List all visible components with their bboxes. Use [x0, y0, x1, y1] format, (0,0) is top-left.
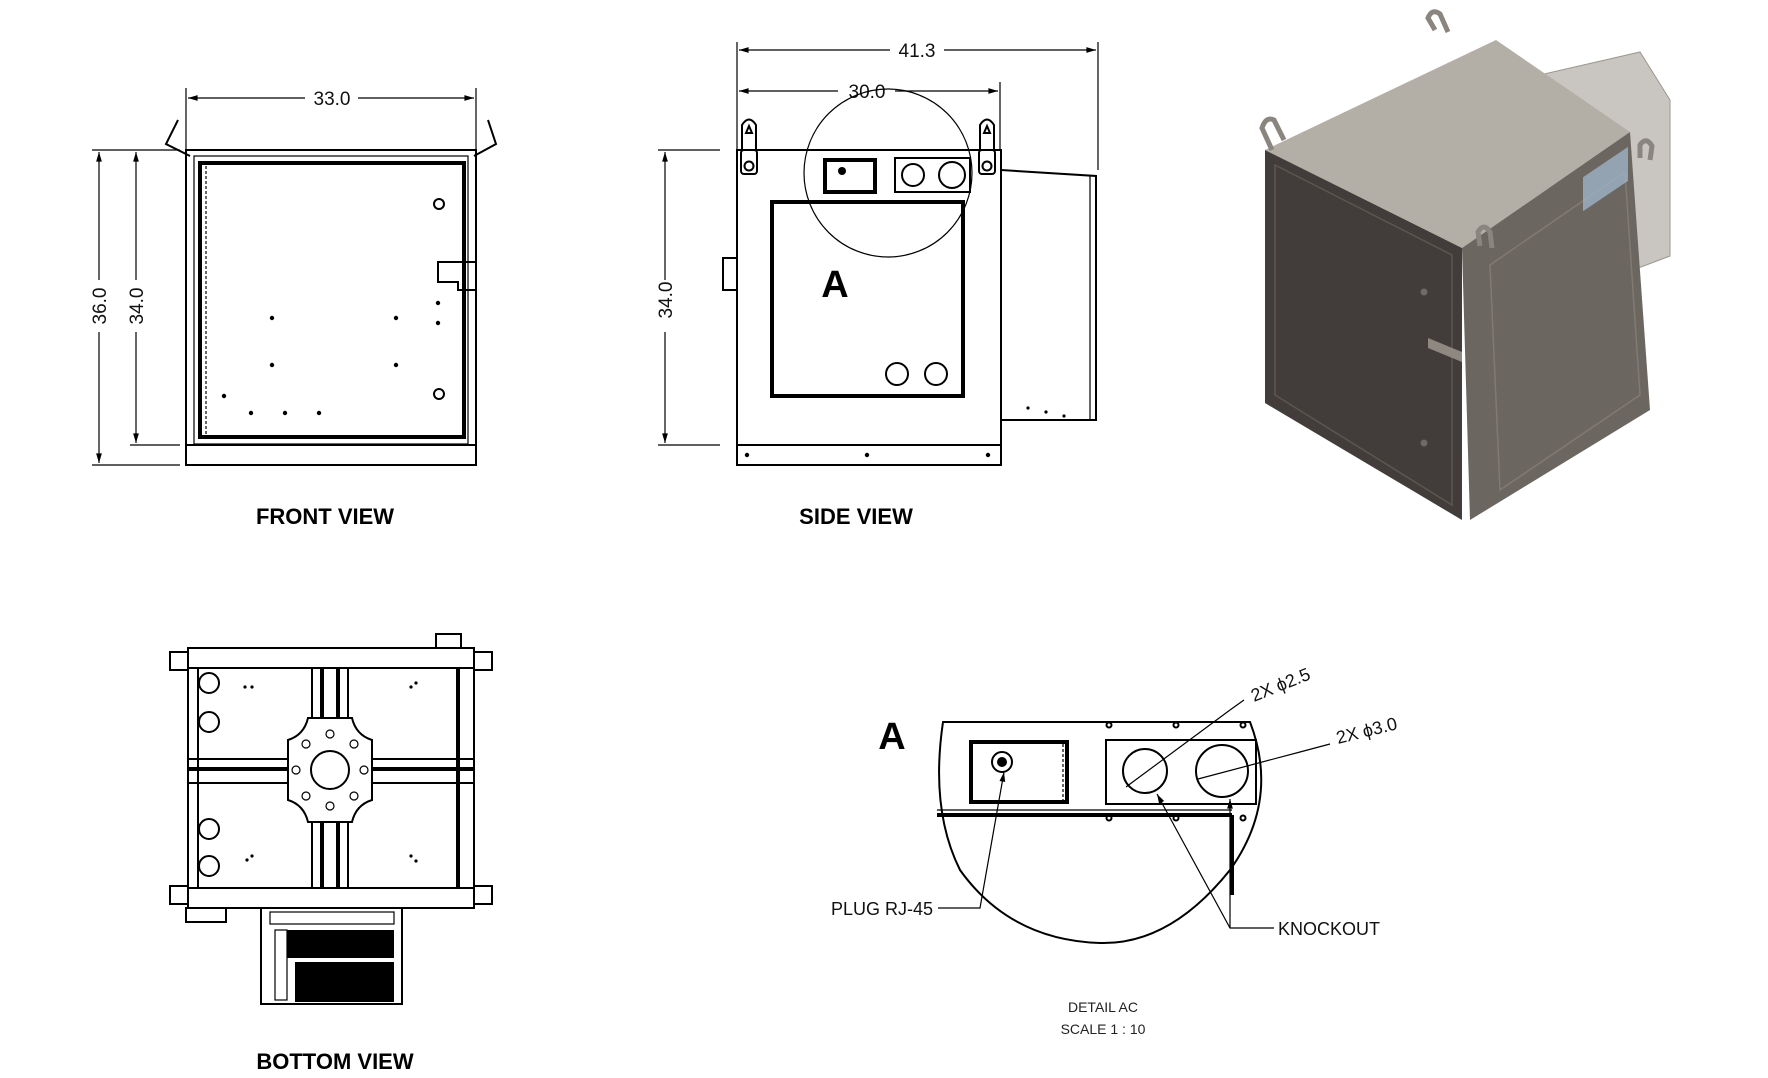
dimension-side-depth-body: 30.0	[738, 82, 1001, 150]
view-title: BOTTOM VIEW	[256, 1049, 413, 1074]
section-callout-label: A	[821, 264, 848, 306]
knockout-hole-small	[1122, 748, 1168, 794]
view-title: FRONT VIEW	[256, 504, 394, 529]
rj45-panel	[969, 740, 1069, 804]
front-view: 33.0 36.0 34.0	[90, 88, 498, 529]
front-door	[198, 161, 466, 439]
knockout-plate	[1105, 739, 1257, 805]
base-holes	[744, 452, 991, 458]
rj45-plug-icon	[991, 751, 1013, 773]
dimension-front-width: 33.0	[185, 88, 477, 150]
dimension-front-height-total: 36.0	[90, 149, 180, 466]
knockout-annotation: KNOCKOUT	[1278, 919, 1380, 939]
small-holes	[243, 681, 418, 863]
view-title: SIDE VIEW	[799, 504, 913, 529]
dimension-side-height: 34.0	[656, 149, 720, 446]
rj45-panel	[823, 158, 877, 194]
screw-icon	[433, 388, 445, 400]
lifting-hook-icon	[164, 119, 191, 157]
iso-door-handle	[1428, 338, 1462, 362]
base-plinth	[185, 444, 477, 466]
iso-side-face	[1462, 132, 1650, 520]
knockout-hole-large	[1195, 744, 1249, 798]
screw-icon	[433, 198, 445, 210]
hub-bolt-holes	[291, 729, 369, 811]
iso-front-face	[1265, 150, 1462, 520]
isometric-view	[1259, 9, 1671, 520]
dimension-front-height-body: 34.0	[127, 152, 180, 446]
lifting-hook-icon	[473, 119, 498, 157]
dimension-side-depth-total: 41.3	[736, 41, 1099, 170]
dimension-label: 36.0	[90, 288, 111, 325]
detail-name: DETAIL AC	[1068, 999, 1138, 1015]
plate-screws	[1105, 721, 1247, 822]
access-panel	[770, 200, 965, 398]
plug-annotation: PLUG RJ-45	[831, 899, 933, 919]
detail-callout-label: A	[878, 716, 905, 758]
dimension-label: 33.0	[314, 89, 351, 110]
dimension-label: 34.0	[127, 288, 148, 325]
enclosure-outline	[185, 149, 477, 466]
iso-top-face	[1265, 40, 1630, 248]
bottom-view: BOTTOM VIEW	[169, 633, 493, 1074]
door-handle	[437, 261, 476, 291]
lifting-eye-icon	[740, 118, 758, 175]
detail-view: A 2X ϕ2.5 2X ϕ3.0 PLUG RJ-45 KNOCKOUT DE…	[831, 664, 1399, 1037]
ac-unit-outline	[1000, 169, 1097, 421]
side-view: 41.3 30.0 34.0	[656, 41, 1099, 529]
enclosure-side-outline	[736, 149, 1002, 466]
iso-label-plate	[1583, 146, 1628, 212]
mounting-holes	[221, 300, 441, 416]
mounting-hub	[287, 717, 373, 823]
knockout-plate	[894, 157, 971, 193]
ac-unit-bottom	[260, 907, 403, 1005]
detail-boundary	[938, 721, 1263, 945]
large-holes-annotation: 2X ϕ3.0	[1334, 713, 1399, 747]
dimension-label: 41.3	[899, 41, 936, 62]
detail-scale: SCALE 1 : 10	[1061, 1021, 1146, 1037]
small-holes-annotation: 2X ϕ2.5	[1248, 664, 1313, 706]
dimension-label: 34.0	[656, 282, 677, 319]
lifting-eye-icon	[978, 118, 996, 175]
dimension-label: 30.0	[849, 82, 886, 103]
side-latch	[722, 257, 738, 291]
detail-circle	[803, 88, 973, 258]
